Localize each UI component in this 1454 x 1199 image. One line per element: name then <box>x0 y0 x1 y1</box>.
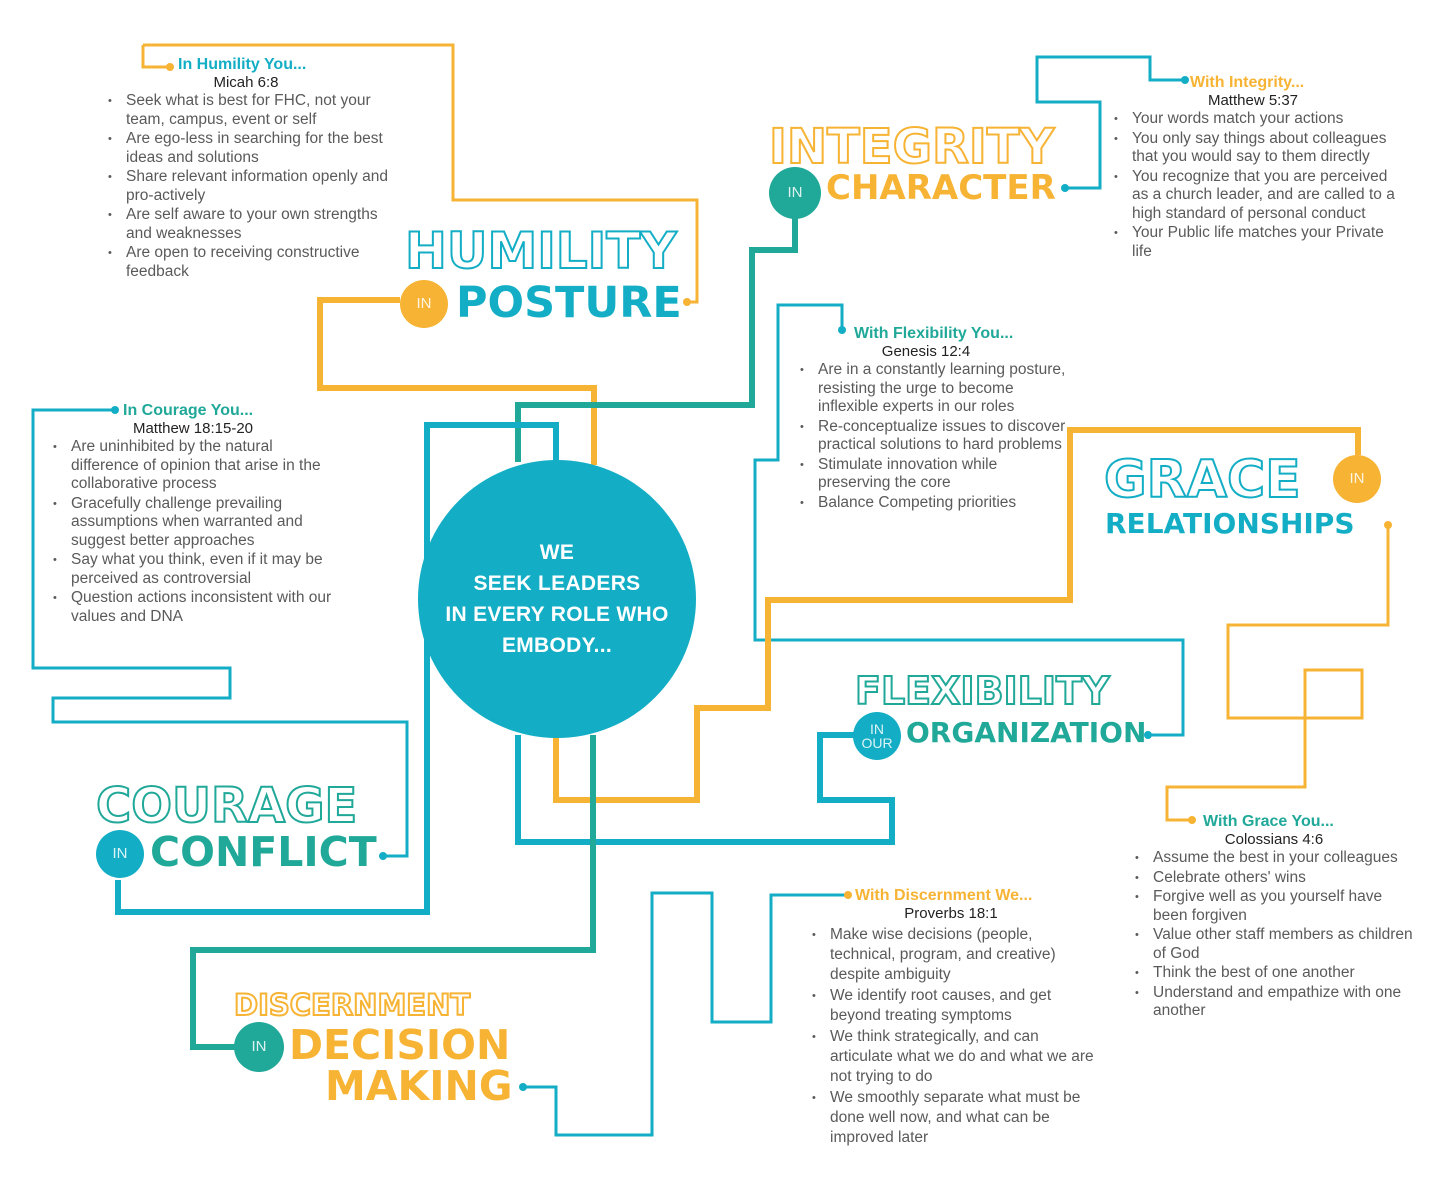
block-heading: With Grace You... <box>1203 813 1334 830</box>
grace-block: With Grace You... Colossians 4:6 Assume … <box>1133 812 1415 1022</box>
list-item: Your words match your actions <box>1112 110 1402 129</box>
scripture-reference: Genesis 12:4 <box>881 343 971 360</box>
block-heading: With Discernment We... <box>855 887 1033 904</box>
discernment-connector-right <box>523 891 848 1137</box>
list-item: Are uninhibited by the natural differenc… <box>51 438 341 494</box>
courage-block: In Courage You... Matthew 18:15-20 Are u… <box>51 401 341 627</box>
grace-connector <box>553 427 1361 803</box>
in-badge: IN <box>96 830 144 878</box>
scripture-reference: Matthew 18:15-20 <box>132 420 254 437</box>
connector-end-dot <box>683 298 691 306</box>
connector-end-dot <box>1181 76 1189 84</box>
connector-end-dot <box>1188 816 1196 824</box>
in-our-badge: IN OUR <box>853 712 901 760</box>
value-context-conflict: CONFLICT <box>150 828 377 876</box>
connector-end-dot <box>844 891 852 899</box>
list-item: Gracefully challenge prevailing assumpti… <box>51 495 341 551</box>
list-item: We identify root causes, and get beyond … <box>810 986 1100 1026</box>
scripture-reference: Matthew 5:37 <box>1207 92 1299 109</box>
list-item: Your Public life matches your Private li… <box>1112 224 1402 261</box>
list-item: Say what you think, even if it may be pe… <box>51 551 341 588</box>
list-item: You recognize that you are perceived as … <box>1112 168 1402 224</box>
connector-end-dot <box>1061 184 1069 192</box>
in-badge: IN <box>234 1022 284 1072</box>
humility-connector-top <box>143 43 699 304</box>
list-item: Assume the best in your colleagues <box>1133 849 1415 868</box>
list-item: Think the best of one another <box>1133 964 1415 983</box>
integrity-connector-lower <box>515 210 798 462</box>
list-item: Stimulate innovation while preserving th… <box>798 456 1073 493</box>
value-context-relationships: RELATIONSHIPS <box>1105 507 1355 540</box>
block-heading: In Humility You... <box>178 56 307 73</box>
value-context-organization: ORGANIZATION <box>906 716 1147 749</box>
list-item: You only say things about colleagues tha… <box>1112 130 1402 167</box>
scripture-reference: Micah 6:8 <box>213 74 279 91</box>
list-item: Are self aware to your own strengths and… <box>106 206 396 243</box>
scripture-reference: Proverbs 18:1 <box>904 905 998 922</box>
discernment-connector <box>190 735 596 1050</box>
central-hub: WE SEEK LEADERS IN EVERY ROLE WHO EMBODY… <box>418 460 696 738</box>
list-item: Are ego-less in searching for the best i… <box>106 130 396 167</box>
list-item: We smoothly separate what must be done w… <box>810 1088 1100 1148</box>
connector-end-dot <box>519 1083 527 1091</box>
scripture-reference: Colossians 4:6 <box>1224 831 1324 848</box>
flexibility-block: With Flexibility You... Genesis 12:4 Are… <box>798 324 1073 513</box>
list-item: Forgive well as you yourself have been f… <box>1133 888 1415 925</box>
in-badge: IN <box>769 167 821 219</box>
list-item: Make wise decisions (people, technical, … <box>810 925 1100 985</box>
block-heading: With Flexibility You... <box>854 325 1014 342</box>
list-item: Are in a constantly learning posture, re… <box>798 361 1073 417</box>
connector-end-dot <box>111 406 119 414</box>
in-label: IN <box>870 721 884 737</box>
value-context-decision: DECISION <box>289 1021 511 1069</box>
flexibility-connector-lower <box>515 732 895 845</box>
hub-line: SEEK LEADERS <box>473 572 641 595</box>
block-heading: With Integrity... <box>1190 74 1305 91</box>
value-context-posture: POSTURE <box>456 278 682 328</box>
value-word-discernment: DISCERNMENT <box>233 988 471 1022</box>
hub-line: WE <box>539 541 575 564</box>
list-item: Understand and empathize with one anothe… <box>1133 984 1415 1021</box>
value-word-grace: GRACE <box>1103 450 1302 510</box>
hub-text: WE SEEK LEADERS IN EVERY ROLE WHO EMBODY… <box>445 537 668 661</box>
list-item: Value other staff members as children of… <box>1133 926 1415 963</box>
hub-line: IN EVERY ROLE WHO <box>445 603 669 626</box>
integrity-connector <box>1035 55 1185 190</box>
value-context-character: CHARACTER <box>826 168 1056 208</box>
discernment-block: With Discernment We... Proverbs 18:1 Mak… <box>810 886 1100 1149</box>
list-item: Share relevant information openly and pr… <box>106 168 396 205</box>
flexibility-connector <box>753 303 1185 737</box>
integrity-block: With Integrity... Matthew 5:37 Your word… <box>1112 73 1402 262</box>
list-item: Re-conceptualize issues to discover prac… <box>798 418 1073 455</box>
hub-line: EMBODY... <box>501 634 613 657</box>
value-word-flexibility: FLEXIBILITY <box>854 669 1110 713</box>
value-context-making: MAKING <box>325 1062 513 1110</box>
connector-end-dot <box>1144 731 1152 739</box>
humility-block: In Humility You... Micah 6:8 Seek what i… <box>106 55 396 282</box>
list-item: Seek what is best for FHC, not your team… <box>106 92 396 129</box>
connector-end-dot <box>1384 521 1392 529</box>
value-word-courage: COURAGE <box>95 778 358 834</box>
value-word-integrity: INTEGRITY <box>768 119 1055 175</box>
grace-connector-right <box>1165 525 1390 822</box>
list-item: Balance Competing priorities <box>798 494 1073 513</box>
value-word-humility: HUMILITY <box>404 222 678 280</box>
list-item: Question actions inconsistent with our v… <box>51 589 341 626</box>
list-item: We think strategically, and can articula… <box>810 1027 1100 1087</box>
humility-connector-lower <box>317 297 597 465</box>
courage-connector-lower <box>115 422 559 915</box>
in-badge: IN <box>1333 455 1381 503</box>
connector-end-dot <box>166 63 174 71</box>
courage-connector <box>31 408 409 858</box>
in-badge: IN <box>400 280 448 328</box>
list-item: Celebrate others' wins <box>1133 869 1415 888</box>
list-item: Are open to receiving constructive feedb… <box>106 244 396 281</box>
our-label: OUR <box>861 735 893 751</box>
humility-connector <box>141 45 170 69</box>
connector-end-dot <box>838 326 846 334</box>
connector-end-dot <box>379 852 387 860</box>
block-heading: In Courage You... <box>123 402 254 419</box>
